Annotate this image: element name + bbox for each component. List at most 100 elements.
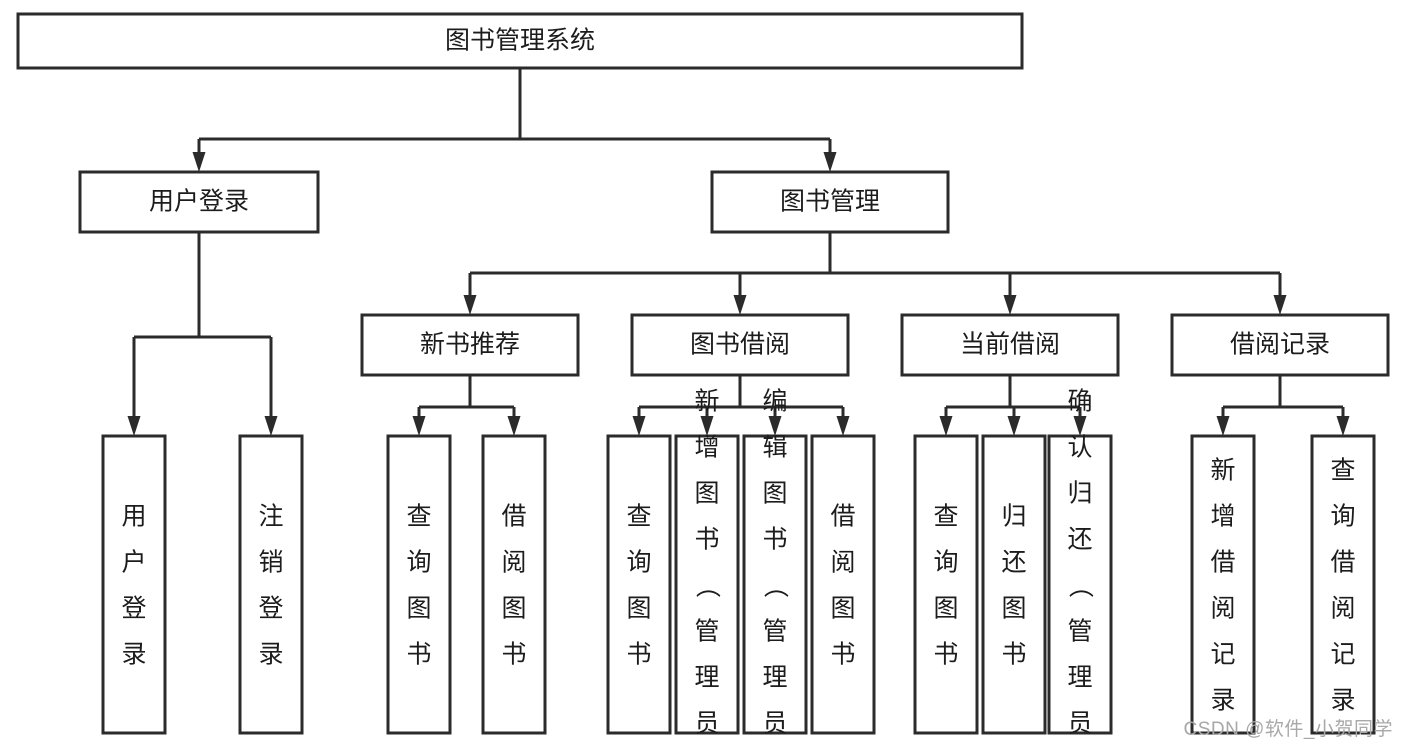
node-leaf-add-book-char: 员 (694, 710, 719, 738)
node-leaf-edit-book-char: （ (761, 573, 789, 598)
node-leaf-borrow-book-rect[interactable] (810, 434, 876, 735)
node-borrow-record[interactable]: 借阅记录 (1170, 313, 1390, 377)
node-leaf-user-login-char: 录 (121, 641, 146, 669)
node-user-login[interactable]: 用户登录 (78, 170, 320, 234)
node-leaf-user-login-char: 用 (121, 503, 146, 531)
node-leaf-query-record-rect[interactable] (1310, 434, 1376, 735)
node-leaf-edit-book-char: 理 (762, 664, 787, 692)
node-leaf-logout-char: 登 (258, 595, 283, 623)
node-new-book-rec-label: 新书推荐 (420, 331, 520, 359)
node-leaf-user-login[interactable]: 用户登录 (101, 434, 167, 735)
node-leaf-query-book-cur-char: 书 (933, 641, 958, 669)
node-leaf-edit-book-char: 管 (762, 618, 787, 646)
node-leaf-query-record-char: 录 (1330, 687, 1355, 715)
node-borrow-record-rect[interactable] (1170, 313, 1390, 377)
node-leaf-edit-book-char: 辑 (762, 434, 787, 462)
node-leaf-query-book-cur-rect[interactable] (913, 434, 979, 735)
node-leaf-query-book-cur-char: 查 (933, 503, 958, 531)
node-book-manage-rect[interactable] (710, 170, 950, 234)
node-borrow-record-label: 借阅记录 (1230, 331, 1330, 359)
node-leaf-borrow-book-rec-char: 阅 (501, 549, 526, 577)
node-leaf-edit-book-rect[interactable] (742, 434, 808, 735)
node-leaf-logout-char: 销 (258, 549, 283, 577)
node-leaf-query-book-rec-char: 书 (406, 641, 431, 669)
book-manage-arrow-2-head (1003, 295, 1017, 315)
node-leaf-edit-book-char: 书 (762, 526, 787, 554)
book-borrow-leaf-arrow-1-head (700, 416, 714, 436)
node-leaf-add-book-rect[interactable] (674, 434, 740, 735)
node-leaf-query-record-char: 阅 (1330, 595, 1355, 623)
node-leaf-query-book-rec-rect[interactable] (386, 434, 452, 735)
borrow-record-leaf-arrow-1-head (1336, 416, 1350, 436)
node-new-book-rec-rect[interactable] (360, 313, 580, 377)
node-leaf-borrow-book-char: 图 (830, 595, 855, 623)
node-leaf-confirm-return-char: （ (1066, 573, 1094, 598)
node-leaf-confirm-return-rect[interactable] (1047, 434, 1113, 735)
node-leaf-add-record-char: 借 (1210, 549, 1235, 577)
node-leaf-add-record-rect[interactable] (1190, 434, 1256, 735)
node-leaf-query-book-rect[interactable] (606, 434, 672, 735)
node-book-borrow[interactable]: 图书借阅 (630, 313, 850, 377)
node-leaf-confirm-return-char: 还 (1067, 526, 1092, 554)
node-new-book-rec[interactable]: 新书推荐 (360, 313, 580, 377)
new-book-rec-leaf-arrow-1-head (507, 416, 521, 436)
book-manage-arrow-3-head (1273, 295, 1287, 315)
node-root-rect[interactable] (16, 12, 1024, 70)
current-borrow-leaf-arrow-0-head (939, 416, 953, 436)
book-manage-arrow-0-head (463, 295, 477, 315)
current-borrow-leaf-arrow-2-head (1073, 416, 1087, 436)
node-leaf-user-login-rect[interactable] (101, 434, 167, 735)
node-leaf-borrow-book-rec-char: 书 (501, 641, 526, 669)
node-user-login-rect[interactable] (78, 170, 320, 234)
node-leaf-return-book-char: 书 (1001, 641, 1026, 669)
node-leaf-add-book-char: 新 (694, 388, 719, 416)
node-leaf-return-book-char: 还 (1001, 549, 1026, 577)
node-current-borrow[interactable]: 当前借阅 (900, 313, 1120, 377)
node-leaf-add-record-char: 新 (1210, 457, 1235, 485)
node-leaf-return-book-rect[interactable] (981, 434, 1047, 735)
node-leaf-add-record-char: 记 (1210, 641, 1235, 669)
user-login-arrow-0-head (127, 416, 141, 436)
node-leaf-add-book-char: 增 (694, 434, 719, 462)
node-leaf-edit-book-char: 图 (762, 480, 787, 508)
node-leaf-query-book-rec-char: 询 (406, 549, 431, 577)
node-leaf-confirm-return-char: 认 (1067, 434, 1092, 462)
connector-lines (127, 68, 1350, 436)
new-book-rec-leaf-arrow-0-head (412, 416, 426, 436)
node-leaf-add-book-char: 理 (694, 664, 719, 692)
node-leaf-add-book-char: （ (693, 573, 721, 598)
node-leaf-query-record-char: 记 (1330, 641, 1355, 669)
node-leaf-borrow-book-rec-rect[interactable] (481, 434, 547, 735)
node-leaf-confirm-return-char: 确 (1067, 388, 1092, 416)
node-leaf-logout-rect[interactable] (238, 434, 304, 735)
node-leaf-add-book-char: 书 (694, 526, 719, 554)
node-book-manage[interactable]: 图书管理 (710, 170, 950, 234)
node-root[interactable]: 图书管理系统 (16, 12, 1024, 70)
book-borrow-leaf-arrow-0-head (632, 416, 646, 436)
node-current-borrow-rect[interactable] (900, 313, 1120, 377)
node-leaf-query-book-char: 书 (626, 641, 651, 669)
book-borrow-leaf-arrow-3-head (836, 416, 850, 436)
node-book-borrow-rect[interactable] (630, 313, 850, 377)
user-login-arrow-1-head (264, 416, 278, 436)
node-leaf-add-record-char: 增 (1210, 503, 1235, 531)
node-leaf-user-login-char: 户 (121, 549, 146, 577)
node-leaf-logout-char: 录 (258, 641, 283, 669)
level2-arrow-1-head (823, 152, 837, 172)
node-leaf-query-book-cur-char: 图 (933, 595, 958, 623)
node-user-login-label: 用户登录 (149, 188, 249, 216)
node-current-borrow-label: 当前借阅 (960, 331, 1060, 359)
node-leaf-query-record-char: 询 (1330, 503, 1355, 531)
